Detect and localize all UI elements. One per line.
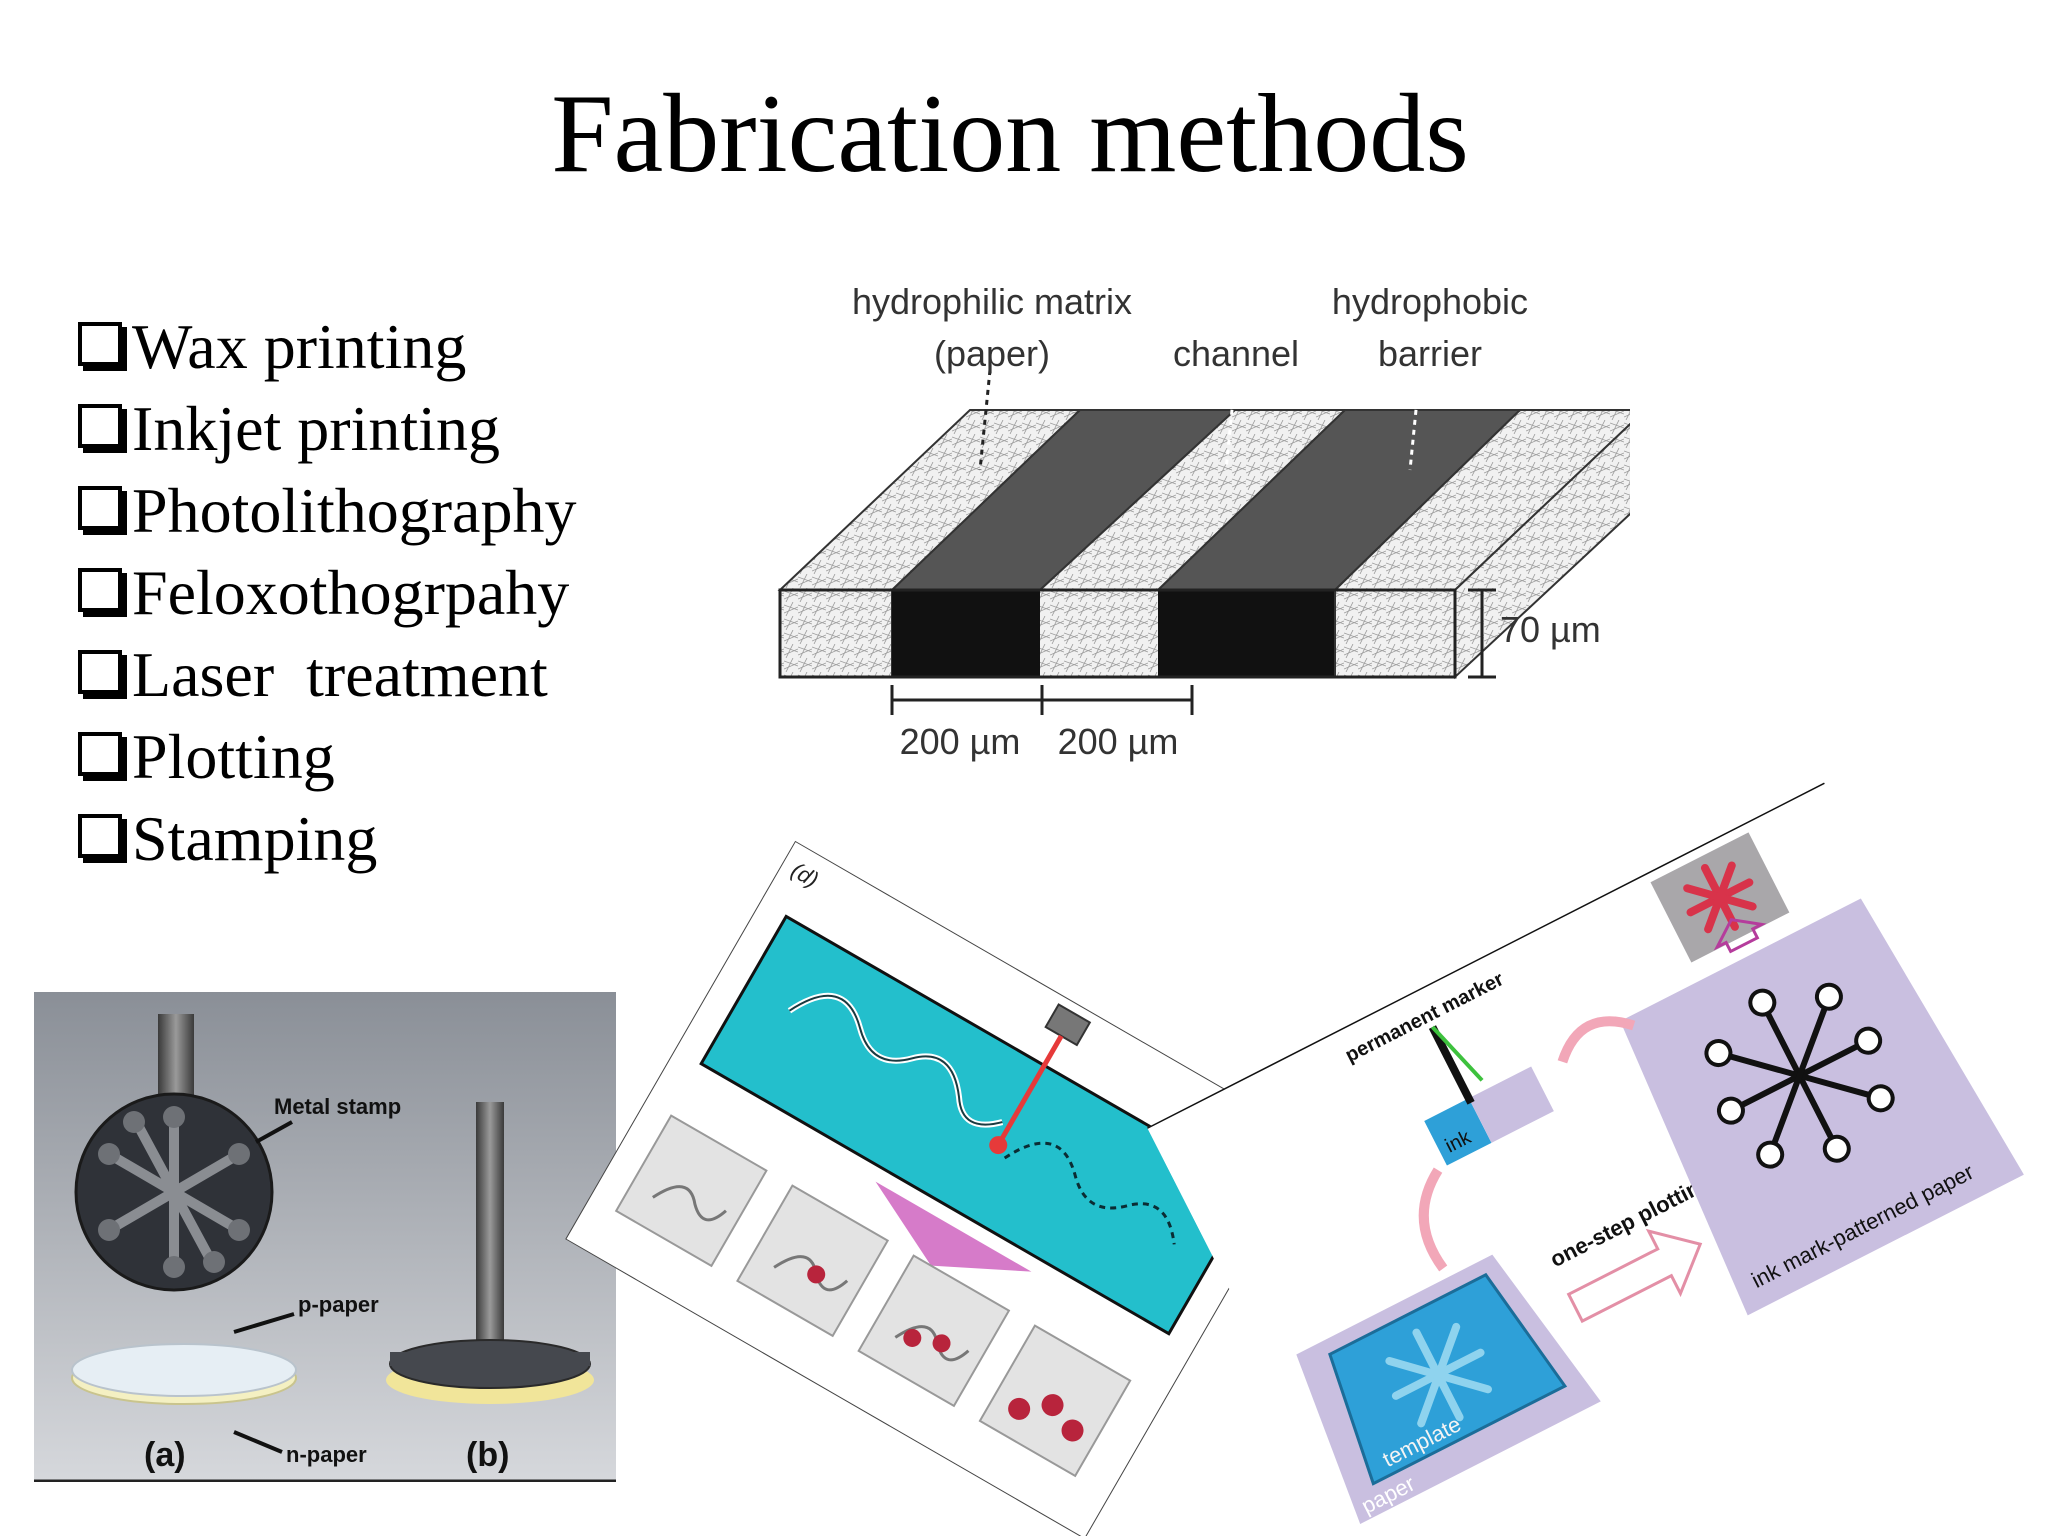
panel-label-b: (b): [466, 1436, 509, 1474]
label-channel: channel: [1173, 333, 1299, 374]
list-item: Stamping: [78, 798, 576, 880]
checkbox-bullet-icon: [78, 732, 122, 776]
laser-treatment-figure: (d): [563, 839, 1317, 1536]
label-paper: (paper): [934, 333, 1050, 374]
plotting-figure: template paper one-step plotting ink mar…: [1146, 781, 2034, 1536]
method-list: Wax printing Inkjet printing Photolithog…: [78, 306, 576, 880]
label-barrier: barrier: [1378, 333, 1482, 374]
metal-stamp-figure: Metal stamp p-paper n-paper (a) (b): [34, 992, 616, 1482]
checkbox-bullet-icon: [78, 568, 122, 612]
list-item: Laser treatment: [78, 634, 576, 716]
checkbox-bullet-icon: [78, 650, 122, 694]
label-metal-stamp: Metal stamp: [274, 1094, 401, 1119]
paper-channel-figure: hydrophilic matrix (paper) channel hydro…: [777, 281, 1630, 762]
list-item: Wax printing: [78, 306, 576, 388]
checkbox-bullet-icon: [78, 322, 122, 366]
label-hydrophobic: hydrophobic: [1332, 281, 1528, 322]
label-thickness: 70 µm: [1500, 609, 1601, 650]
label-width-1: 200 µm: [900, 721, 1021, 762]
list-item: Inkjet printing: [78, 388, 576, 470]
panel-label-a: (a): [144, 1436, 186, 1474]
checkbox-bullet-icon: [78, 404, 122, 448]
label-hydrophilic-matrix: hydrophilic matrix: [852, 281, 1132, 322]
laser-treatment-drawing: (d): [563, 839, 1317, 1536]
checkbox-bullet-icon: [78, 486, 122, 530]
slide-title: Fabrication methods: [551, 72, 1469, 196]
label-p-paper: p-paper: [298, 1292, 379, 1317]
list-item: Photolithography: [78, 470, 576, 552]
checkbox-bullet-icon: [78, 814, 122, 858]
plotting-drawing: template paper one-step plotting ink mar…: [1146, 781, 2034, 1536]
label-n-paper: n-paper: [286, 1442, 367, 1467]
list-item: Feloxothogrpahy: [78, 552, 576, 634]
list-item: Plotting: [78, 716, 576, 798]
label-width-2: 200 µm: [1058, 721, 1179, 762]
